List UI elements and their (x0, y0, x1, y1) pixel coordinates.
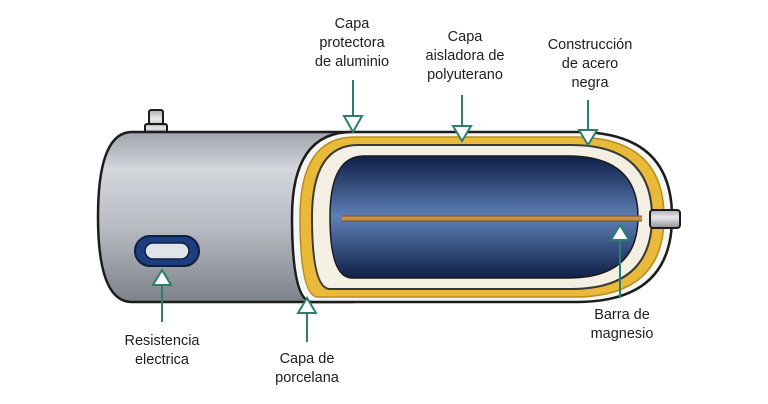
arrow-capa-aluminio (342, 80, 364, 135)
label-resistencia: Resistencia electrica (124, 333, 200, 368)
arrow-construccion-acero (577, 100, 599, 147)
label-capa-porcelana: Capa de porcelana (275, 351, 339, 386)
magnesium-rod (342, 216, 642, 221)
arrow-capa-aislante (451, 95, 473, 143)
right-outlet-cap (649, 209, 681, 229)
arrow-barra-magnesio (609, 223, 631, 298)
arrow-capa-porcelana (296, 296, 318, 342)
label-capa-aluminio: Capa protectora de aluminio (314, 16, 390, 70)
label-barra-magnesio: Barra de magnesio (590, 307, 654, 342)
heating-element-inner (144, 242, 190, 260)
arrow-resistencia (151, 268, 173, 322)
label-capa-aislante: Capa aisladora de polyuterano (425, 29, 505, 83)
label-construccion-acero: Construcción de acero negra (547, 37, 633, 91)
